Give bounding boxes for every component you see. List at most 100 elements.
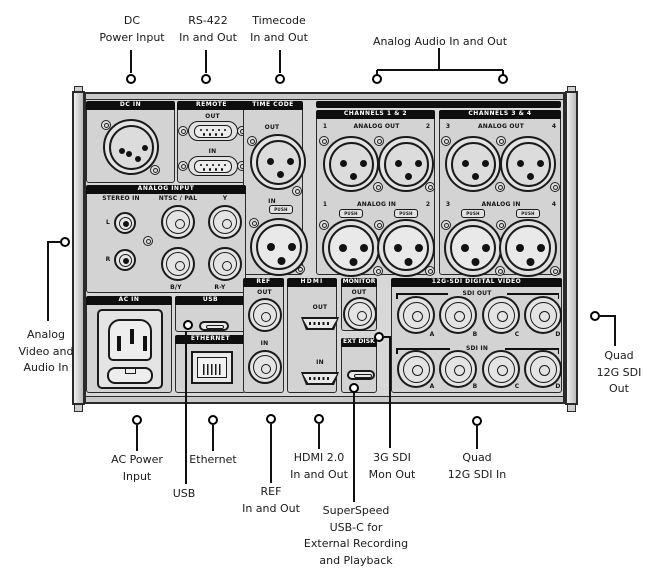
bnc-ntsc-pal-connector <box>161 205 195 239</box>
screw-icon <box>425 182 435 192</box>
port-letter: A <box>429 331 435 338</box>
hdmi-in-port <box>301 372 339 385</box>
port-letter: C <box>514 383 520 390</box>
section-title: DC IN <box>86 101 175 110</box>
db9-remote-in-connector <box>187 156 238 176</box>
callout-line <box>279 50 281 73</box>
section-12g-sdi: 12G-SDI DIGITAL VIDEO SDI OUT A B C D SD… <box>391 278 562 393</box>
callout-analog-audio-label: Analog Audio In and Out <box>373 34 507 51</box>
bnc-ref-out-connector <box>247 298 282 332</box>
screw-icon <box>495 266 505 276</box>
callout-text: and Playback <box>319 553 393 567</box>
callout-marker <box>132 415 142 425</box>
callout-marker <box>126 74 136 84</box>
channel-number: 3 <box>445 123 451 130</box>
port-label: R <box>105 256 111 263</box>
port-letter: A <box>429 383 435 390</box>
section-title: EXT DISK <box>341 338 377 347</box>
callout-line <box>136 425 138 451</box>
xlr-timecode-out-connector <box>250 134 306 190</box>
callout-text: Quad <box>462 451 492 464</box>
screw-icon <box>150 165 160 175</box>
channel-number: 2 <box>425 201 431 208</box>
iec-lower-slot <box>107 367 153 384</box>
hdmi-out-port <box>301 317 339 330</box>
callout-line <box>476 426 478 449</box>
callout-text: 3G SDI <box>373 451 411 464</box>
iec-power-connector <box>97 309 163 389</box>
port-label: Y <box>222 194 228 202</box>
row-label: ANALOG OUT <box>477 123 525 130</box>
port-label: IN <box>268 198 276 205</box>
section-channels-1-2: CHANNELS 1 & 2 1 ANALOG OUT 2 1 ANALOG I… <box>316 110 435 277</box>
screw-icon <box>292 186 302 196</box>
section-title: USB <box>175 296 246 305</box>
bracket-line <box>396 293 448 295</box>
screw-icon <box>373 266 383 276</box>
row-label: SDI IN <box>465 345 489 352</box>
channel-number: 1 <box>322 123 328 130</box>
bnc-by-connector <box>161 247 195 281</box>
section-time-code: TIME CODE OUT IN PUSH <box>243 101 308 276</box>
screw-icon <box>550 266 560 276</box>
section-title: CHANNELS 1 & 2 <box>316 110 435 119</box>
channel-number: 4 <box>551 201 557 208</box>
bnc-sdi-out-d-connector <box>524 296 562 334</box>
port-label: OUT <box>264 124 280 131</box>
port-label: IN <box>260 340 269 347</box>
callout-line <box>600 315 615 317</box>
xlr4-dc-power-connector <box>103 119 159 175</box>
callout-usb-label: USB <box>173 486 196 503</box>
screw-icon <box>550 182 560 192</box>
section-hdmi: HDMI OUT IN <box>287 278 339 393</box>
callout-3g-sdi-mon-out-label: 3G SDI Mon Out <box>369 450 416 483</box>
callout-ref-label: REF In and Out <box>242 484 300 517</box>
bnc-y-connector <box>208 205 242 239</box>
bracket-tick <box>396 348 398 354</box>
callout-marker <box>60 237 70 247</box>
callout-text: Analog <box>26 328 66 341</box>
rca-left-connector <box>114 212 136 234</box>
section-monitor: MONITOR OUT <box>341 278 377 331</box>
callout-line <box>614 315 616 346</box>
callout-marker <box>201 74 211 84</box>
callout-text: HDMI 2.0 <box>293 451 345 464</box>
screw-icon <box>495 182 505 192</box>
callout-quad-12g-sdi-in-label: Quad 12G SDI In <box>448 450 506 483</box>
bnc-sdi-out-a-connector <box>397 296 435 334</box>
xlr-analog-out-2-connector <box>378 136 434 192</box>
callout-text: 12G SDI <box>596 365 642 379</box>
bnc-ref-in-connector <box>247 350 282 384</box>
callout-line <box>377 69 503 71</box>
screw-icon <box>374 220 384 230</box>
section-title: HDMI <box>287 278 337 287</box>
section-title: 12G-SDI DIGITAL VIDEO <box>391 278 562 287</box>
callout-text: In and Out <box>250 30 308 44</box>
callout-text: USB-C for <box>329 520 383 534</box>
bracket-tick <box>557 293 559 299</box>
rack-ear-right <box>565 91 578 405</box>
callout-marker <box>374 332 384 342</box>
callout-superspeed-usbc-label: SuperSpeed USB-C for External Recording … <box>304 503 408 569</box>
xlr-analog-in-4-connector <box>499 219 557 277</box>
push-latch: PUSH <box>269 205 293 214</box>
callout-line <box>47 241 49 321</box>
section-dc-in: DC IN <box>86 101 175 183</box>
iec-pin-slots <box>108 319 152 361</box>
callout-text: Power Input <box>99 30 165 44</box>
row-label: ANALOG OUT <box>353 123 400 130</box>
callout-text: External Recording <box>303 537 409 550</box>
channel-number: 4 <box>551 123 557 130</box>
row-label: ANALOG IN <box>481 201 521 208</box>
push-latch: PUSH <box>394 209 418 218</box>
callout-text: Input <box>122 469 152 483</box>
callout-text: 12G SDI In <box>447 467 507 481</box>
port-label: IN <box>316 359 324 366</box>
usb-c-port <box>199 321 229 331</box>
callout-marker <box>590 311 600 321</box>
bnc-sdi-out-c-connector <box>482 296 520 334</box>
xlr-analog-in-3-connector <box>444 219 502 277</box>
section-title: MONITOR <box>341 278 377 287</box>
section-title: AC IN <box>86 296 172 305</box>
row-label: SDI OUT <box>462 290 492 297</box>
